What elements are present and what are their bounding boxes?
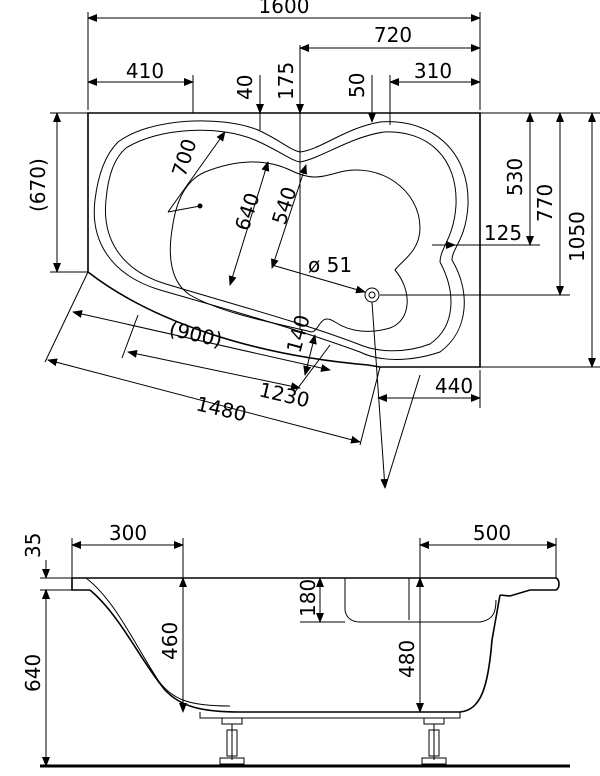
dim-175: 175 <box>274 62 298 100</box>
tub-seat <box>344 578 497 623</box>
dim-440: 440 <box>435 374 473 398</box>
drain-outer <box>364 287 380 303</box>
drain-inner <box>368 291 376 299</box>
dim-40: 40 <box>233 75 257 100</box>
dim-125: 125 <box>484 221 522 245</box>
dim-460: 460 <box>158 622 182 660</box>
dim-1480: 1480 <box>194 391 249 426</box>
tub-basin <box>169 161 421 333</box>
dim-480: 480 <box>395 640 419 678</box>
dim-670: (670) <box>26 158 50 212</box>
dim-side-640: 640 <box>21 654 45 692</box>
dim-35: 35 <box>21 533 45 558</box>
tub-inner-rim-2 <box>104 129 457 352</box>
top-view: 1600 720 410 40 175 50 310 (670) 700 640 <box>26 0 600 489</box>
leg-left <box>219 717 245 765</box>
dim-720: 720 <box>374 23 412 47</box>
dim-530: 530 <box>503 158 527 196</box>
dim-1600: 1600 <box>259 0 310 18</box>
dim-770: 770 <box>533 184 557 222</box>
dim-1050: 1050 <box>565 211 589 262</box>
dim-540: 540 <box>267 184 302 228</box>
dim-180: 180 <box>296 579 320 617</box>
side-view: 300 500 35 640 180 460 480 <box>21 521 570 768</box>
dim-500: 500 <box>473 521 511 545</box>
dim-310: 310 <box>414 59 452 83</box>
tub-rim-profile <box>72 577 560 597</box>
tub-inner-rim <box>93 120 469 360</box>
dim-900: (900) <box>167 316 225 351</box>
tub-body-profile <box>89 589 501 713</box>
dim-1230: 1230 <box>257 377 312 412</box>
dim-drain: ø 51 <box>308 253 352 277</box>
dim-50: 50 <box>345 73 369 98</box>
leg-right <box>421 717 447 765</box>
dim-410: 410 <box>126 59 164 83</box>
dim-300: 300 <box>109 521 147 545</box>
dim-640: 640 <box>230 190 265 234</box>
dim-140: 140 <box>282 312 315 355</box>
